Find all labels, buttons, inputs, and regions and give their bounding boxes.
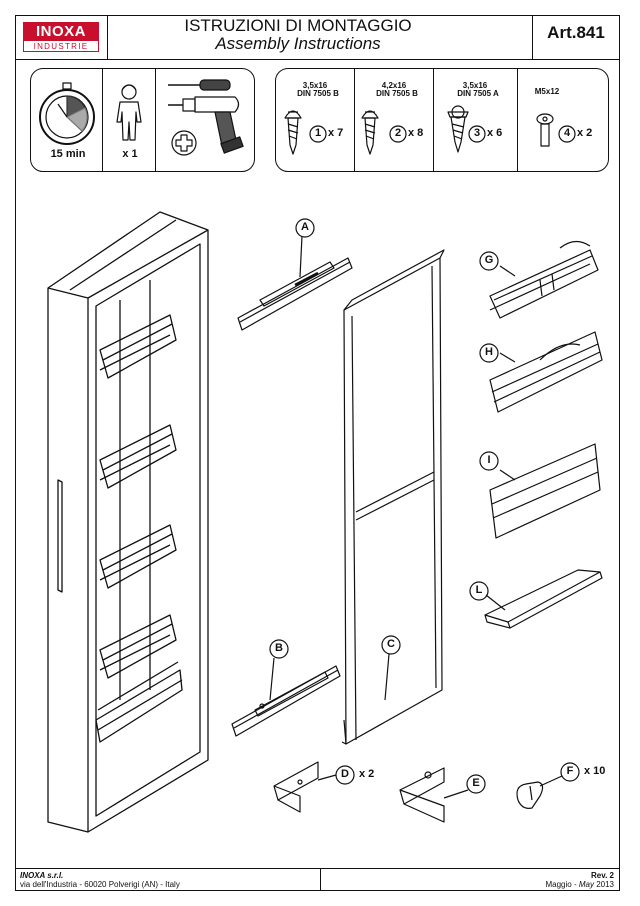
screw-1-icon [284,110,302,155]
screw-1-number: 1 [314,127,322,139]
screw-3-qty: x 6 [487,127,503,139]
cabinet-baskets [95,314,183,743]
part-c-badge [381,635,401,655]
screw-3-number-badge [468,125,486,143]
screw-4-size: M5x12 [534,87,560,96]
part-l-label: L [475,584,483,596]
time-label: 15 min [50,148,86,160]
screw-2-number-badge [389,125,407,143]
basket-h-drawing [489,331,603,413]
shelf-l-drawing [484,569,603,629]
rail-b-drawing [231,657,341,737]
company-name: INOXA s.r.l. [20,871,64,880]
panel-divider [354,68,355,172]
page-title: ISTRUZIONI DI MONTAGGIO [184,16,412,35]
logo-wordmark: INOXA [24,23,98,41]
screw-2-icon [361,110,379,155]
header-divider [107,15,108,60]
part-d-label: D [341,768,349,780]
part-a-badge [295,218,315,238]
part-g-badge [479,251,499,271]
screw-3-size: 3,5x16 [462,81,488,90]
part-f-label: F [566,765,574,777]
header [15,15,620,60]
revision-date: Maggio - May 2013 [500,880,614,889]
date-italian: Maggio [545,880,572,889]
article-number: Art.841 [547,23,605,42]
part-i-label: I [487,454,491,466]
screw-1-number-badge [309,125,327,143]
panel-divider [433,68,434,172]
screw-3-number: 3 [473,127,481,139]
screw-2-qty: x 8 [408,127,424,139]
frame-c-drawing [341,249,445,745]
revision: Rev. 2 [591,871,614,880]
date-year: 2013 [593,880,614,889]
part-d-qty: x 2 [359,768,375,780]
panel-divider [517,68,518,172]
requirements-panel [30,68,255,172]
basket-g-drawing [489,240,599,319]
part-d-badge [335,765,355,785]
page-frame [15,15,620,891]
part-b-badge [269,639,289,659]
company-address: via dell'Industria - 60020 Polverigi (AN… [20,880,180,889]
screw-1-qty: x 7 [328,127,344,139]
drill-icon [168,96,244,154]
part-l-badge [469,581,489,601]
part-f-qty: x 10 [584,765,606,777]
part-h-label: H [485,346,493,358]
bracket-e-drawing [399,767,469,823]
date-english: May [578,880,594,889]
date-separator: - [571,880,579,889]
screw-1-size: 3,5x16 [302,81,328,90]
screw-2-number: 2 [394,127,402,139]
stopwatch-icon [39,82,95,145]
footer-divider [320,868,321,891]
part-g-label: G [484,254,494,266]
part-c-label: C [387,638,395,650]
brand-logo: INOXA INDUSTRIE [23,22,99,52]
part-h-badge [479,343,499,363]
page-subtitle: Assembly Instructions [215,34,381,53]
phillips-icon [171,130,197,156]
part-e-label: E [472,777,480,789]
part-e-badge [466,774,486,794]
part-f-badge [560,762,580,782]
worker-icon [116,84,142,141]
screw-3-norm: DIN 7505 A [457,89,499,98]
part-b-label: B [275,642,283,654]
screw-4-icon [536,113,554,147]
persons-label: x 1 [122,148,138,160]
screw-4-number-badge [558,125,576,143]
panel-divider [102,68,103,172]
screws-panel [275,68,609,172]
screw-1-norm: DIN 7505 B [297,89,339,98]
screwdriver-icon [168,79,231,91]
bracket-d-drawing [273,761,337,813]
part-a-label: A [301,221,309,233]
rail-a-drawing [237,235,353,331]
screw-4-number: 4 [563,127,571,139]
screw-2-norm: DIN 7505 B [376,89,418,98]
screw-4-qty: x 2 [577,127,593,139]
part-i-badge [479,451,499,471]
cabinet-illustration [47,211,209,833]
hook-f-drawing [516,775,563,809]
screw-2-size: 4,2x16 [381,81,407,90]
panel-divider [155,68,156,172]
logo-subtitle: INDUSTRIE [33,42,89,51]
footer [15,868,620,891]
header-divider [532,15,533,60]
basket-i-drawing [489,443,601,539]
screw-3-icon [447,105,469,153]
